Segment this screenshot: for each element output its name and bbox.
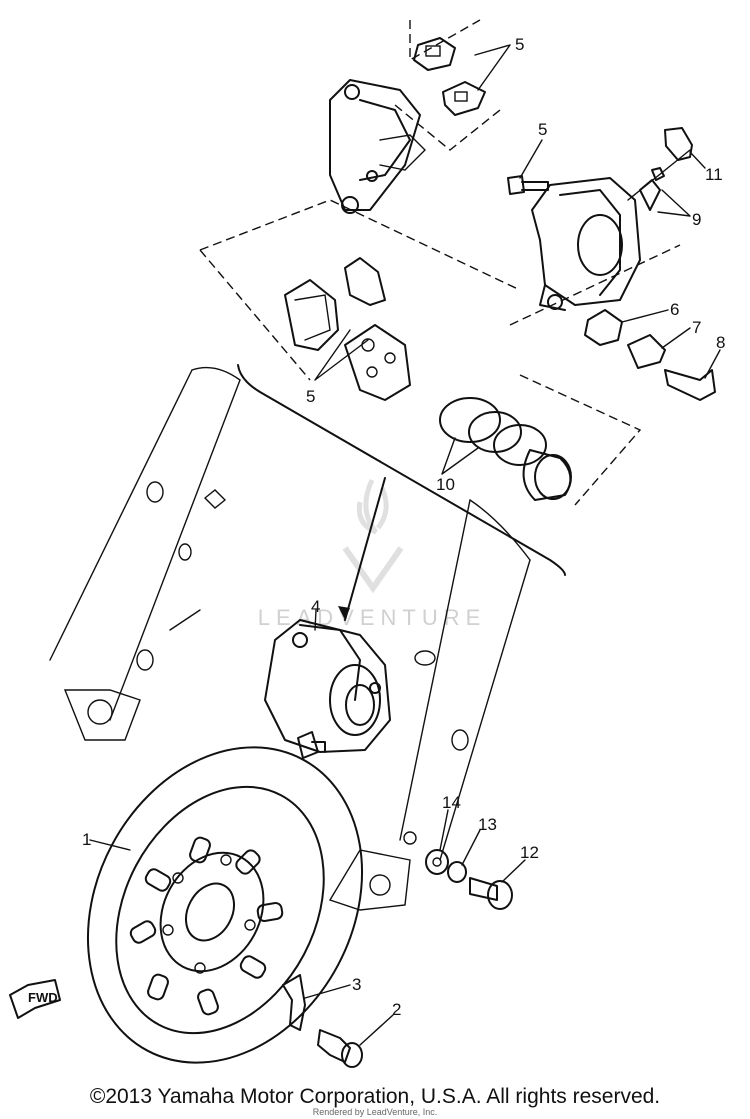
- callout-4: 4: [311, 597, 320, 616]
- copyright-notice: ©2013 Yamaha Motor Corporation, U.S.A. A…: [89, 1085, 661, 1108]
- leader-lines: [89, 44, 721, 1046]
- callout-1: 1: [82, 830, 91, 849]
- rendered-by-credit: Rendered by LeadVenture, Inc.: [312, 1107, 438, 1117]
- fork-right: [328, 499, 531, 911]
- callout-11: 11: [705, 165, 723, 184]
- fwd-label: FWD: [28, 990, 58, 1005]
- callout-5-right: 5: [538, 120, 547, 139]
- callout-10: 10: [436, 475, 455, 494]
- callout-7: 7: [692, 318, 701, 337]
- seal-pin-bolt: [584, 309, 716, 401]
- washer-14: [425, 849, 449, 875]
- callout-5-middle: 5: [306, 387, 315, 406]
- callout-12: 12: [520, 843, 539, 862]
- caliper-assembly-4: [264, 619, 391, 759]
- watermark: LEADVENTURE: [258, 478, 487, 630]
- watermark-text: LEADVENTURE: [258, 605, 487, 630]
- caliper-bracket-top: [329, 79, 426, 214]
- callout-14: 14: [442, 793, 461, 812]
- callout-13: 13: [478, 815, 497, 834]
- lock-plate-3: [282, 974, 306, 1031]
- callout-2: 2: [392, 1000, 401, 1019]
- bolt-12: [469, 877, 513, 910]
- callout-9: 9: [692, 210, 701, 229]
- washer-13: [447, 861, 467, 883]
- caliper-half-right: [531, 149, 691, 311]
- callouts: 5 5 11 9 6 7 8 5 10 4 1 14 13 12 3 2: [82, 35, 725, 1019]
- explode-boundary: [199, 19, 681, 621]
- callout-8: 8: [716, 333, 725, 352]
- bolt-2: [317, 1029, 363, 1068]
- pad-set-middle: [284, 257, 411, 401]
- piston-set-10: [439, 397, 572, 501]
- callout-3: 3: [352, 975, 361, 994]
- pad-set-top: [413, 37, 486, 116]
- brake-disc-1: [86, 746, 364, 1064]
- fwd-arrow: FWD: [9, 979, 61, 1019]
- callout-5-top: 5: [515, 35, 524, 54]
- cap-11: [664, 127, 693, 161]
- bleed-screws-9: [639, 167, 665, 211]
- bolt-5-right: [507, 175, 549, 195]
- fork-left: [49, 366, 241, 741]
- callout-6: 6: [670, 300, 679, 319]
